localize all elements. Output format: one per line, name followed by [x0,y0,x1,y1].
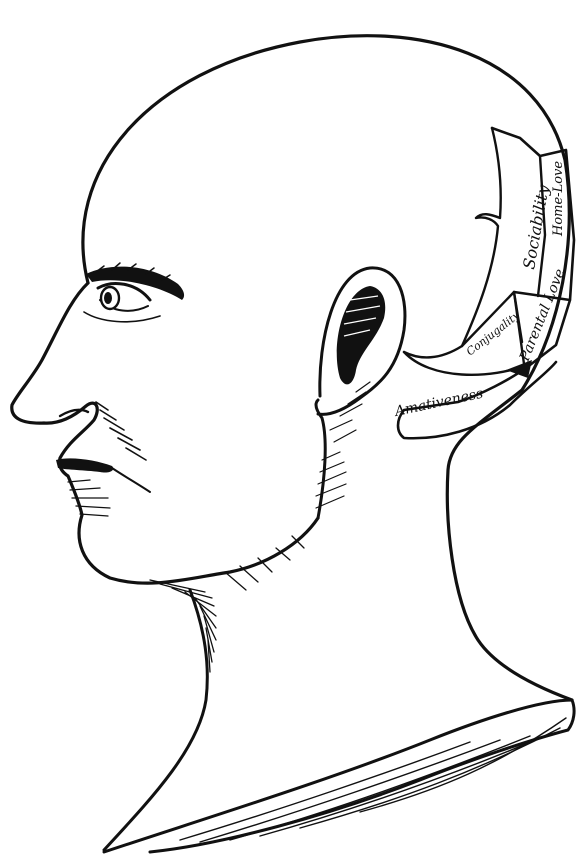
phrenology-regions: Home-Love Sociability Parental Love Conj… [392,128,574,438]
eye-pupil [104,292,112,304]
eye-crease [84,312,160,322]
collar [104,700,574,852]
label-amativeness: Amativeness [392,386,485,421]
skull-outline [83,36,572,700]
throat-shading [150,536,304,672]
throat-line [104,590,207,850]
label-sociability: Sociability [519,182,553,270]
face-profile [12,283,318,583]
mouth [56,458,113,472]
chin-shading [68,480,110,516]
lower-lip-line [112,468,150,492]
moustache-shading [96,402,146,460]
label-home-love: Home-Love [551,161,566,237]
ear-inner [337,286,385,384]
collar-shading [180,718,566,842]
